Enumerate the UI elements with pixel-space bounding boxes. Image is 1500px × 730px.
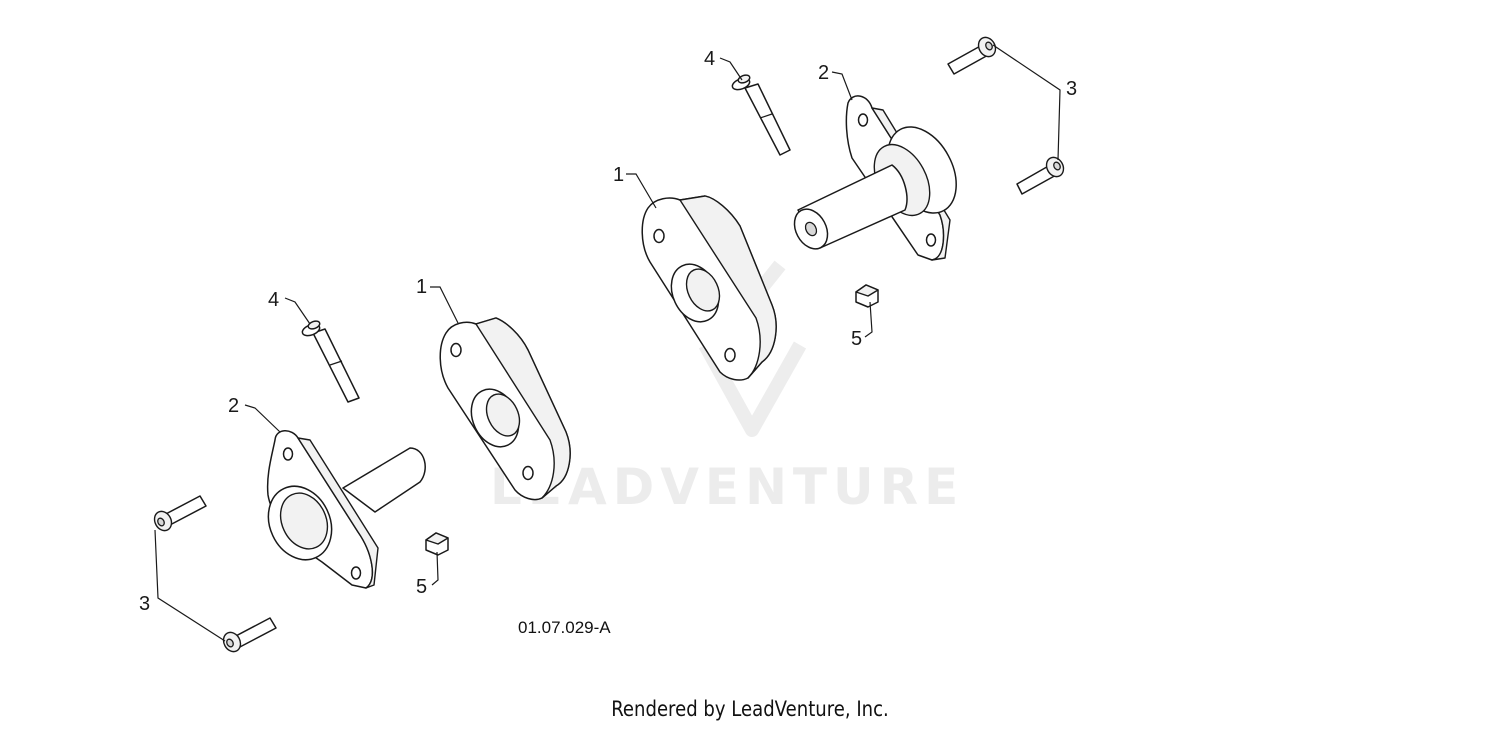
flange-bolt-bottom-left-b <box>222 617 277 653</box>
callout-5-lower: 5 <box>416 576 428 598</box>
callout-3-left: 3 <box>139 593 151 615</box>
flange-bolt-top-right-a <box>947 36 997 75</box>
flange-bearing-lower <box>266 430 426 589</box>
long-bolt-upper <box>731 74 791 156</box>
diagram-code: 01.07.029-A <box>518 618 611 637</box>
callout-4-upper: 4 <box>704 48 716 70</box>
spacer-block-lower <box>439 317 571 501</box>
leader-lines <box>154 44 1061 642</box>
hex-nut-upper <box>855 284 879 308</box>
callout-1-lower: 1 <box>416 276 428 298</box>
long-bolt-lower <box>301 320 360 403</box>
flange-bearing-upper <box>793 95 957 261</box>
flange-bolt-top-right-b <box>1016 156 1065 195</box>
callout-3-right: 3 <box>1066 78 1078 100</box>
flange-bolt-bottom-left-a <box>153 495 207 532</box>
callout-2-upper: 2 <box>818 62 830 84</box>
render-credit: Rendered by LeadVenture, Inc. <box>611 697 889 721</box>
spacer-block-upper <box>641 195 777 381</box>
callout-4-lower: 4 <box>268 289 280 311</box>
callout-5-upper: 5 <box>851 328 863 350</box>
callout-2-lower: 2 <box>228 395 240 417</box>
hex-nut-lower <box>425 532 449 556</box>
callout-1-upper: 1 <box>613 164 625 186</box>
